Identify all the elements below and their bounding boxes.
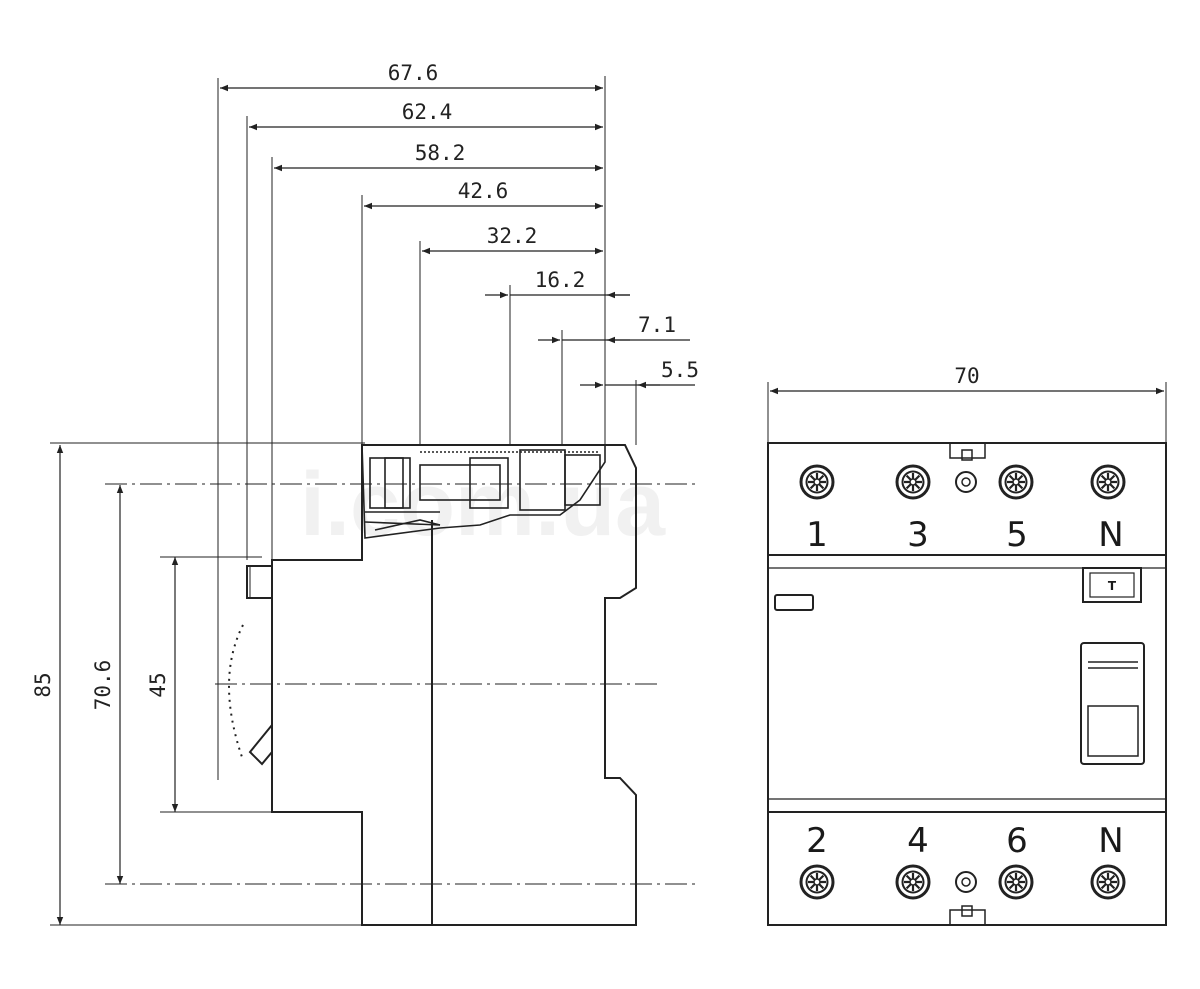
dim-62-4: 62.4 [402,100,453,124]
terminal-label: N [1098,515,1123,555]
terminal-screw-icon [1090,464,1126,500]
dim-67-6: 67.6 [388,61,439,85]
watermark: i.com.ua [300,455,666,555]
terminal-screw-icon [895,864,931,900]
dim-16-2: 16.2 [535,268,586,292]
front-view: 70 1 3 5 N 2 4 6 N T [767,364,1167,926]
dim-70: 70 [954,364,979,388]
dim-32-2: 32.2 [487,224,538,248]
dim-7-1: 7.1 [638,313,676,337]
extension-lines [217,76,637,780]
terminal-screw-icon [895,464,931,500]
dim-42-6: 42.6 [458,179,509,203]
terminal-label: 5 [1006,515,1028,555]
dim-58-2: 58.2 [415,141,466,165]
terminal-screw-icon [1090,864,1126,900]
dim-70-6: 70.6 [91,660,115,711]
terminal-screw-icon [799,464,835,500]
terminal-label: N [1098,821,1123,861]
terminal-screw-icon [998,464,1034,500]
test-button-label: T [1108,579,1117,593]
terminal-label: 1 [806,515,828,555]
terminal-label: 3 [907,515,929,555]
terminal-screw-icon [799,864,835,900]
side-view [50,76,700,926]
dimension-lines [56,84,695,925]
dim-45: 45 [146,672,170,697]
terminal-label: 6 [1006,821,1028,861]
terminal-screw-icon [998,864,1034,900]
dim-5-5: 5.5 [661,358,699,382]
dim-85: 85 [31,672,55,697]
side-view-labels: 67.6 62.4 58.2 42.6 32.2 16.2 7.1 5.5 85… [31,61,699,710]
terminal-label: 2 [806,821,828,861]
terminal-label: 4 [907,821,929,861]
